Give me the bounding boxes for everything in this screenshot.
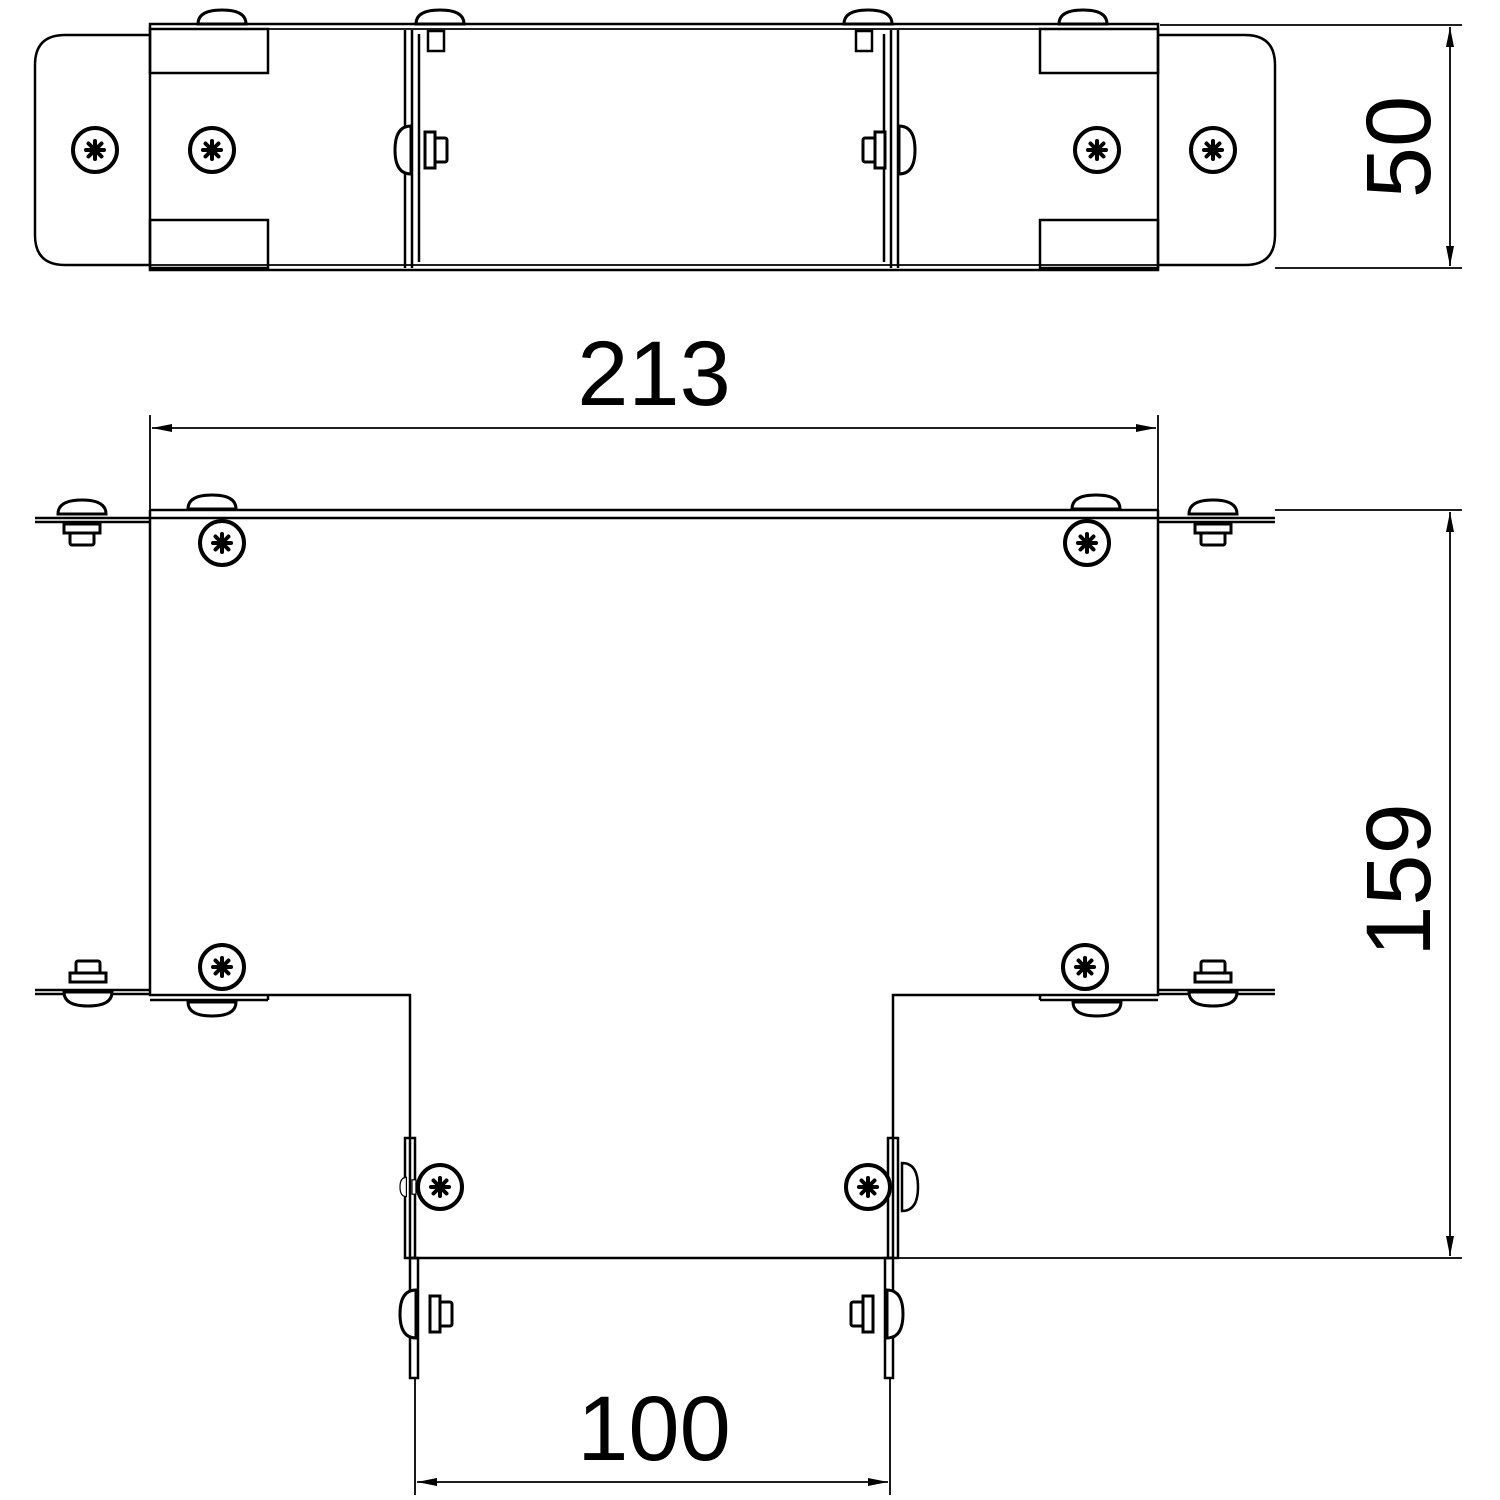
bolt-icon: [56, 498, 108, 547]
screw-icon: [842, 8, 894, 26]
dimension-width-label: 213: [577, 323, 731, 425]
screw-icon: [1071, 1000, 1123, 1018]
screw-icon: [186, 493, 238, 511]
recessed-screw-icon: [198, 519, 246, 567]
right-end-plate: [1158, 33, 1277, 267]
channel-body: [148, 22, 1160, 272]
bolt-icon: [393, 124, 449, 176]
recessed-screw-icon: [1073, 126, 1121, 174]
bolt-icon: [1187, 959, 1239, 1008]
plan-view: 213 159 100: [35, 323, 1462, 1495]
recessed-screw-icon: [844, 1163, 892, 1211]
bolt-icon: [1187, 498, 1239, 547]
left-end-plate: [33, 33, 150, 267]
screw-icon: [186, 1000, 238, 1018]
dimension-branch-label: 100: [577, 1378, 731, 1480]
recessed-screw-icon: [1063, 519, 1111, 567]
recessed-screw-icon: [71, 126, 119, 174]
recessed-screw-icon: [1189, 126, 1237, 174]
connector-wall: [403, 30, 900, 268]
screw-icon: [414, 8, 466, 26]
clip: [1038, 27, 1160, 75]
dimension-depth-label: 159: [1348, 803, 1450, 957]
clip: [148, 27, 270, 75]
clip: [1038, 218, 1160, 270]
dimension-height-label: 50: [1348, 96, 1450, 198]
recessed-screw-icon: [416, 1163, 464, 1211]
top-view: 50: [33, 8, 1462, 272]
tee-outline: [148, 510, 1160, 1260]
recessed-screw-icon: [188, 126, 236, 174]
clip: [148, 218, 270, 270]
recessed-screw-icon: [1061, 943, 1109, 991]
recessed-screw-icon: [198, 943, 246, 991]
bolt-icon: [398, 1288, 454, 1340]
bolt-icon: [62, 959, 114, 1008]
screw-icon: [1057, 8, 1109, 26]
bolt-icon: [861, 124, 917, 176]
screw-icon: [1070, 493, 1122, 511]
screw-icon: [196, 8, 248, 26]
bolt-icon: [849, 1288, 905, 1340]
